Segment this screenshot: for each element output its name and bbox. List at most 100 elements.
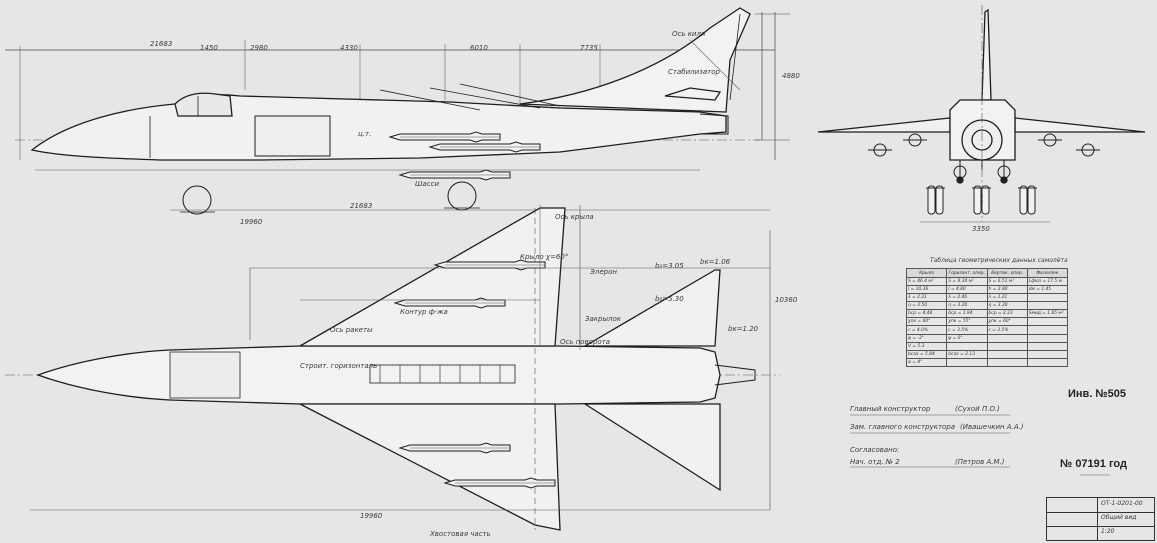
table-cell: χпк = 60° bbox=[986, 317, 1028, 327]
label-outline: Контур ф-жа bbox=[400, 308, 448, 316]
table-row: V = 5.3 bbox=[905, 341, 1069, 351]
table-cell bbox=[1026, 301, 1069, 311]
table-row: ψ = -3°ψ = 0° bbox=[905, 333, 1069, 343]
table-cell bbox=[946, 341, 988, 351]
station-1: 1450 bbox=[200, 44, 218, 52]
table-cell: χпк = 60° bbox=[905, 317, 948, 327]
dimension-front-span: 3350 bbox=[972, 225, 990, 233]
table-cell bbox=[1026, 325, 1069, 335]
table-cell bbox=[1026, 349, 1069, 359]
signature-chief-name: (Сухой П.О.) bbox=[955, 405, 1000, 413]
table-cell: bср = 1.94 bbox=[946, 309, 988, 319]
signature-deputy-title: Зам. главного конструктора bbox=[850, 423, 956, 431]
table-cell bbox=[1026, 293, 1069, 303]
title-block: ОТ-1-0201-00 Общий вид 1:20 bbox=[1046, 497, 1155, 541]
agreed-label: Согласовано: bbox=[850, 446, 900, 454]
label-flap: Закрылок bbox=[585, 315, 621, 323]
table-cell: c = 3.5% bbox=[946, 325, 988, 335]
table-cell: c = 3.5% bbox=[986, 325, 1028, 335]
table-cell: ψ = 0° bbox=[946, 333, 988, 343]
plan-view bbox=[5, 205, 780, 531]
table-header-row: Крыло Горизонт. опер. Вертик. опер. Фюзе… bbox=[905, 268, 1069, 278]
dimension-plan-length: 19960 bbox=[240, 218, 263, 226]
table-cell: bсах = 5.84 bbox=[905, 349, 948, 359]
table-cell: λ = 2.31 bbox=[905, 293, 948, 303]
label-stab-root: b₀=3.05 bbox=[655, 262, 684, 270]
inventory-stamp: Инв. №505 bbox=[1068, 388, 1127, 400]
label-stabilizer: Стабилизатор bbox=[668, 68, 720, 76]
table-cell bbox=[986, 357, 1028, 368]
station-2: 2980 bbox=[250, 44, 268, 52]
table-cell: dм = 1.45 bbox=[1026, 285, 1069, 295]
table-cell bbox=[1026, 317, 1069, 327]
geometric-data-table: Крыло Горизонт. опер. Вертик. опер. Фюзе… bbox=[905, 268, 1069, 368]
table-cell bbox=[1026, 357, 1069, 368]
table-row: c = 4.0%c = 3.5%c = 3.5% bbox=[905, 325, 1069, 335]
table-row: α = 4° bbox=[905, 357, 1069, 368]
agreed-name: (Петров А.М.) bbox=[955, 458, 1005, 466]
table-cell: S = 6.51 м² bbox=[986, 276, 1028, 287]
title-block-sheet-number: ОТ-1-0201-00 bbox=[1101, 500, 1143, 507]
label-fin-axis: Ось киля bbox=[672, 30, 706, 38]
table-cell bbox=[1026, 333, 1069, 343]
station-4: 6010 bbox=[470, 44, 488, 52]
table-header: Горизонт. опер. bbox=[946, 268, 988, 278]
table-cell: η = 3.20 bbox=[986, 301, 1028, 311]
dimension-side-length: 21683 bbox=[150, 40, 173, 48]
table-cell: S = 46.4 м² bbox=[905, 276, 948, 287]
table-cell: Lфюз = 17.5 м bbox=[1026, 276, 1069, 287]
table-cell bbox=[946, 357, 988, 368]
dimension-side-ground: 21683 bbox=[350, 202, 373, 210]
station-3: 4330 bbox=[340, 44, 358, 52]
table-cell: χпк = 55° bbox=[946, 317, 988, 327]
table-cell bbox=[986, 333, 1028, 343]
table-cell: η = 3.20 bbox=[946, 301, 988, 311]
table-cell: η = 3.50 bbox=[905, 301, 948, 311]
label-wing-sweep: Крыло χ=60° bbox=[520, 253, 569, 261]
label-cg: ц.т. bbox=[358, 130, 372, 138]
dimension-span: 10360 bbox=[775, 296, 798, 304]
signature-chief-title: Главный конструктор bbox=[850, 405, 931, 413]
label-fin-tip: bк=1.20 bbox=[728, 325, 759, 333]
station-5: 7735 bbox=[580, 44, 598, 52]
table-cell: V = 5.3 bbox=[905, 341, 948, 351]
table-cell bbox=[986, 349, 1028, 359]
table-cell: S = 9.34 м² bbox=[946, 276, 988, 287]
table-cell: c = 4.0% bbox=[905, 325, 948, 335]
label-fin-root: b₀=5.30 bbox=[655, 295, 684, 303]
registration-stamp: № 07191 год bbox=[1060, 458, 1127, 470]
table-cell: bср = 4.48 bbox=[905, 309, 948, 319]
label-sweep-pivot: Ось поворота bbox=[560, 338, 611, 346]
label-tail-note: Хвостовая часть bbox=[430, 530, 491, 538]
table-cell bbox=[986, 341, 1028, 351]
label-aileron: Элерон bbox=[590, 268, 617, 276]
side-view bbox=[5, 7, 790, 215]
signature-deputy-name: (Ивашечкин А.А.) bbox=[960, 423, 1024, 431]
table-cell: Sмид = 1.85 м² bbox=[1026, 309, 1069, 319]
label-axis-plane: Строит. горизонталь bbox=[300, 362, 378, 370]
table-header: Фюзеляж bbox=[1026, 268, 1069, 278]
agreed-line: Нач. отд. № 2 bbox=[850, 458, 900, 466]
dimension-height: 4880 bbox=[782, 72, 800, 80]
table-header: Вертик. опер. bbox=[986, 268, 1028, 278]
table-cell: l = 10.36 bbox=[905, 285, 948, 295]
title-block-scale: 1:20 bbox=[1101, 528, 1115, 535]
dimension-plan-overall: 19960 bbox=[360, 512, 383, 520]
table-header: Крыло bbox=[905, 268, 948, 278]
front-view bbox=[817, 5, 1146, 223]
table-cell: l = 4.80 bbox=[946, 285, 988, 295]
table-cell: bсах = 2.13 bbox=[946, 349, 988, 359]
label-gear: Шасси bbox=[415, 180, 440, 188]
label-wing-axis: Ось крыла bbox=[555, 213, 594, 221]
label-rocket-axis: Ось ракеты bbox=[330, 326, 373, 334]
table-cell: α = 4° bbox=[905, 357, 948, 368]
table-cell bbox=[1026, 341, 1069, 351]
